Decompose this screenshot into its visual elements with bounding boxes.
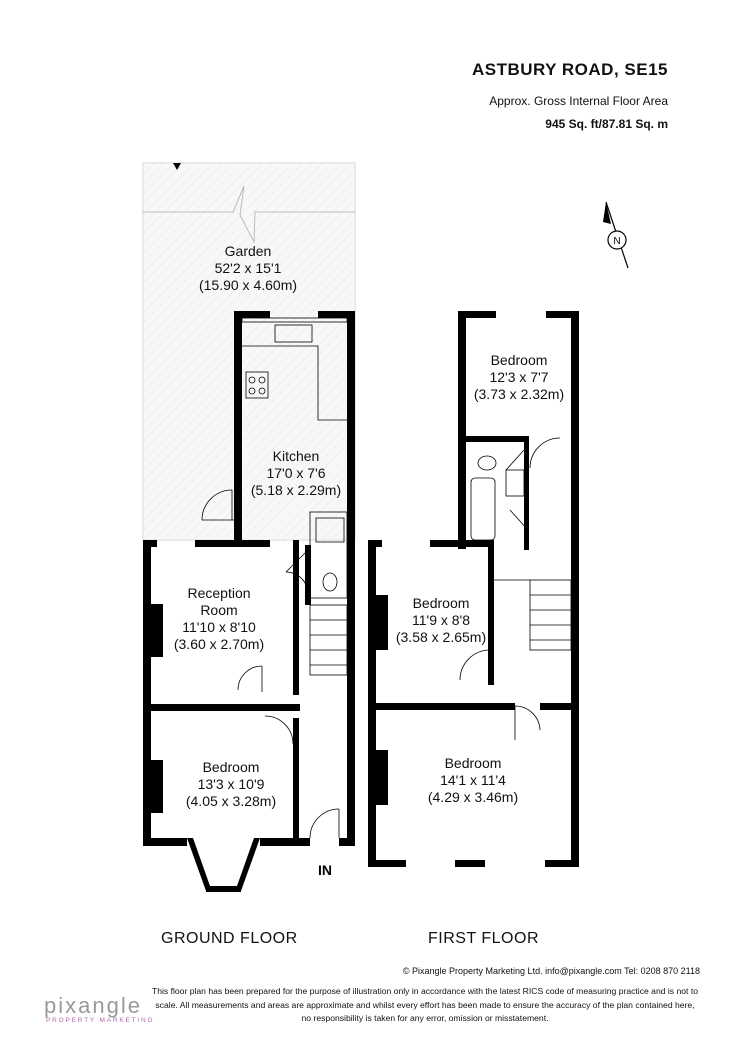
garden-dim-m: (15.90 x 4.60m) (199, 277, 297, 293)
ff-bedroom2-dim-m: (3.58 x 2.65m) (396, 629, 486, 645)
reception-name-2: Room (200, 602, 237, 618)
first-floor-label: FIRST FLOOR (428, 930, 539, 947)
ff-bedroom1-dim-m: (3.73 x 2.32m) (474, 386, 564, 402)
garden-area (142, 162, 356, 541)
reception-name: Reception (187, 585, 250, 601)
ff-bedroom2-name: Bedroom (413, 595, 470, 611)
ff-bedroom1-name: Bedroom (491, 352, 548, 368)
property-title: ASTBURY ROAD, SE15 (471, 60, 668, 79)
ground-floor-label: GROUND FLOOR (161, 930, 298, 947)
ff-bedroom3-dim-m: (4.29 x 3.46m) (428, 789, 518, 805)
ff-bedroom1-dim: 12'3 x 7'7 (489, 369, 548, 385)
sink-icon (274, 324, 313, 343)
floor-area-value: 945 Sq. ft/87.81 Sq. m (545, 117, 668, 131)
first-floor-walls (368, 311, 579, 867)
ground-floor-walls (143, 311, 355, 892)
entrance-label: IN (318, 862, 332, 878)
gf-bedroom-dim: 13'3 x 10'9 (198, 776, 265, 792)
garden-dim: 52'2 x 15'1 (215, 260, 282, 276)
stairs (529, 579, 572, 651)
toilet-icon (322, 572, 338, 592)
basin-icon (505, 469, 525, 497)
compass-letter: N (613, 236, 620, 247)
ff-bedroom2-dim: 11'9 x 8'8 (412, 612, 470, 628)
shower-icon (315, 517, 345, 543)
ff-bedroom3-dim: 14'1 x 11'4 (440, 772, 506, 788)
pixangle-logo-tagline: PROPERTY MARKETING (46, 1017, 155, 1024)
ff-bedroom3-name: Bedroom (445, 755, 502, 771)
toilet-icon (477, 455, 497, 471)
reception-dim-m: (3.60 x 2.70m) (174, 636, 264, 652)
gf-bedroom-dim-m: (4.05 x 3.28m) (186, 793, 276, 809)
pixangle-logo: pixangle (44, 993, 142, 1018)
floor-area-label: Approx. Gross Internal Floor Area (489, 94, 668, 108)
gf-bedroom-name: Bedroom (203, 759, 260, 775)
reception-dim: 11'10 x 8'10 (182, 619, 256, 635)
compass-icon: N (603, 201, 629, 269)
disclaimer-text: This floor plan has been prepared for th… (151, 986, 698, 1023)
hob-icon (245, 371, 269, 399)
shower-room (309, 511, 348, 599)
kitchen-dim-m: (5.18 x 2.29m) (251, 482, 341, 498)
garden-name: Garden (225, 243, 272, 259)
copyright-text: © Pixangle Property Marketing Ltd. info@… (402, 966, 700, 976)
room-labels: Garden 52'2 x 15'1 (15.90 x 4.60m) Kitch… (174, 243, 564, 878)
kitchen-name: Kitchen (273, 448, 320, 464)
bath-icon (470, 477, 496, 541)
kitchen-dim: 17'0 x 7'6 (266, 465, 325, 481)
stairs (309, 604, 348, 676)
